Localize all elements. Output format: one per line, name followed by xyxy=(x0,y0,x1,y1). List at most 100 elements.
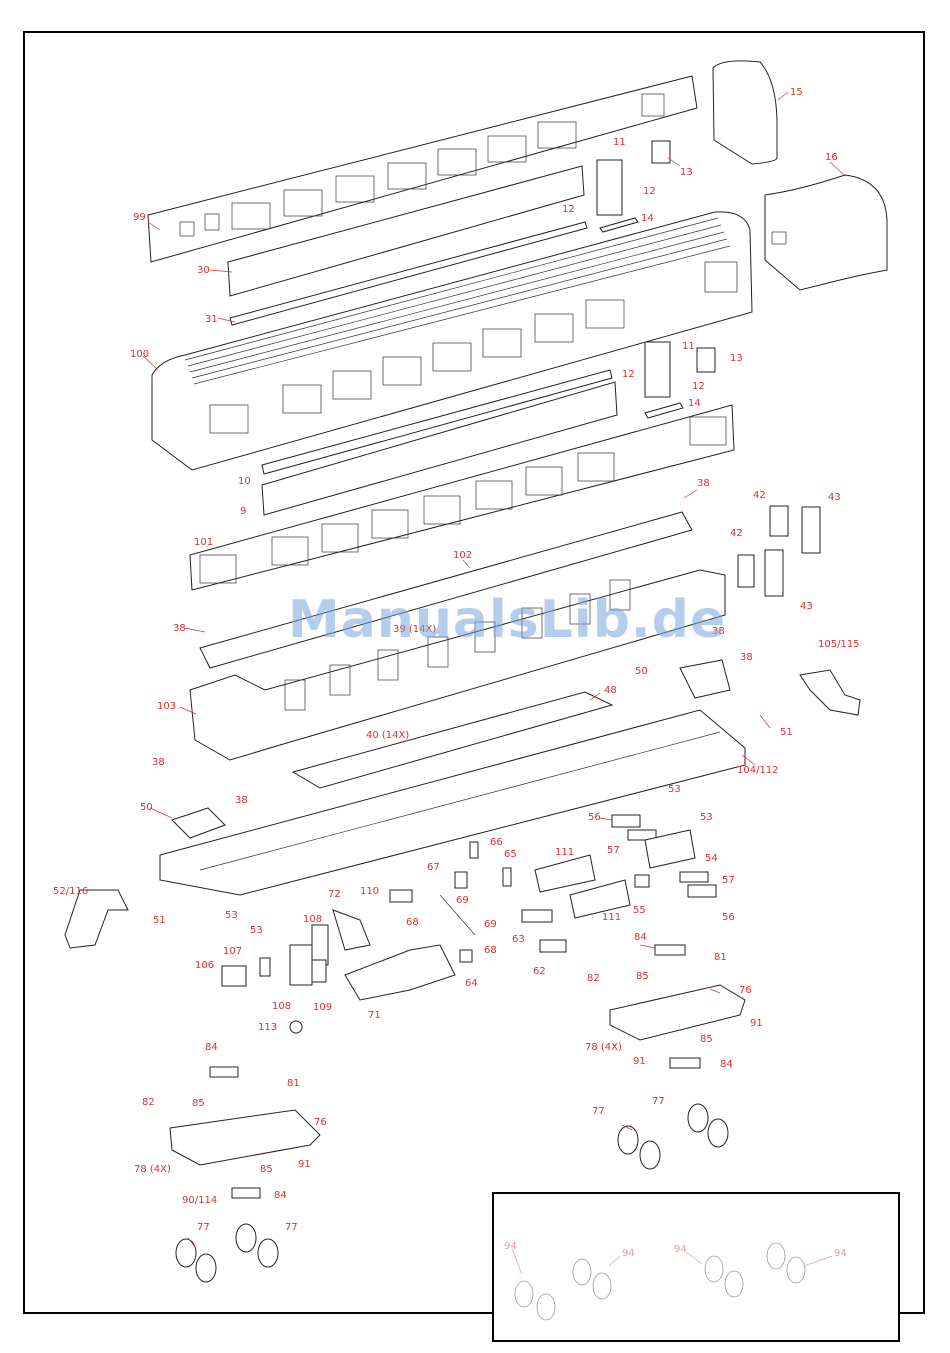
part-110-part xyxy=(389,889,413,903)
label-81: 81 xyxy=(714,952,727,963)
label-81-b: 81 xyxy=(287,1078,300,1089)
label-105-115: 105/115 xyxy=(818,639,860,650)
label-12-b: 12 xyxy=(562,204,575,215)
part-103-interior xyxy=(189,569,726,761)
label-84: 84 xyxy=(634,932,647,943)
label-53: 53 xyxy=(668,784,681,795)
label-51: 51 xyxy=(780,727,793,738)
part-31-strip xyxy=(229,221,588,326)
label-94-d: 94 xyxy=(834,1248,847,1259)
label-52-116: 52/116 xyxy=(53,886,88,897)
label-77-d: 77 xyxy=(285,1222,298,1233)
part-30-inner-panel xyxy=(227,165,585,297)
label-65: 65 xyxy=(504,849,517,860)
label-82-b: 82 xyxy=(142,1097,155,1108)
label-42-b: 42 xyxy=(730,528,743,539)
label-56-b: 56 xyxy=(722,912,735,923)
label-11: 11 xyxy=(613,137,626,148)
label-91-c: 91 xyxy=(298,1159,311,1170)
label-38-f: 38 xyxy=(235,795,248,806)
label-56: 56 xyxy=(588,812,601,823)
label-40: 40 (14X) xyxy=(366,730,409,741)
label-15: 15 xyxy=(790,87,803,98)
label-57: 57 xyxy=(607,845,620,856)
label-108: 108 xyxy=(303,914,322,925)
label-64: 64 xyxy=(465,978,478,989)
part-76-bogie-right xyxy=(609,944,746,1170)
wheelset-94-a: 94 xyxy=(504,1241,556,1321)
label-77: 77 xyxy=(592,1106,605,1117)
label-12-d: 12 xyxy=(692,381,705,392)
part-111-board xyxy=(534,854,596,893)
part-67-part xyxy=(454,871,468,889)
part-43-plate xyxy=(801,506,821,554)
label-43-b: 43 xyxy=(800,601,813,612)
label-50: 50 xyxy=(635,666,648,677)
label-39: 39 (14X) xyxy=(393,624,436,635)
label-99: 99 xyxy=(133,212,146,223)
label-31: 31 xyxy=(205,314,218,325)
label-67: 67 xyxy=(427,862,440,873)
label-54: 54 xyxy=(705,853,718,864)
part-64-part xyxy=(459,949,473,963)
part-50-bracket xyxy=(171,807,226,839)
label-69: 69 xyxy=(456,895,469,906)
label-38: 38 xyxy=(697,478,710,489)
label-91: 91 xyxy=(750,1018,763,1029)
label-53-d: 53 xyxy=(250,925,263,936)
part-54-housing xyxy=(644,829,696,869)
label-12-c: 12 xyxy=(622,369,635,380)
label-10: 10 xyxy=(238,476,251,487)
part-57-lens xyxy=(627,829,657,841)
label-66: 66 xyxy=(490,837,503,848)
part-66-pin xyxy=(469,841,479,859)
label-38-d: 38 xyxy=(740,652,753,663)
label-94-c: 94 xyxy=(674,1244,687,1255)
label-63: 63 xyxy=(512,934,525,945)
label-111-b: 111 xyxy=(602,912,621,923)
label-38-c: 38 xyxy=(712,626,725,637)
part-13-window xyxy=(651,140,671,164)
label-110: 110 xyxy=(360,886,379,897)
part-62-part xyxy=(539,939,567,953)
label-13: 13 xyxy=(680,167,693,178)
label-94-a: 94 xyxy=(504,1241,517,1252)
part-9-side-panel xyxy=(261,381,618,516)
part-101-lower-side-panel xyxy=(189,404,735,591)
part-65-pin xyxy=(502,867,512,887)
part-100-body-shell xyxy=(151,211,753,471)
part-111-board-b xyxy=(569,879,631,919)
label-53-b: 53 xyxy=(700,812,713,823)
label-104-112: 104/112 xyxy=(737,765,779,776)
label-85: 85 xyxy=(636,971,649,982)
label-77-b: 77 xyxy=(652,1096,665,1107)
part-48-floor xyxy=(291,691,614,789)
part-68-wire xyxy=(439,894,476,936)
part-99-outer-side-panel xyxy=(147,75,698,263)
label-84-d: 84 xyxy=(274,1190,287,1201)
part-13-window-b xyxy=(696,347,716,373)
label-30: 30 xyxy=(197,265,210,276)
label-50-b: 50 xyxy=(140,802,153,813)
label-48: 48 xyxy=(604,685,617,696)
label-16: 16 xyxy=(825,152,838,163)
label-103: 103 xyxy=(157,701,176,712)
label-78: 78 (4X) xyxy=(585,1042,622,1053)
label-101: 101 xyxy=(194,537,213,548)
part-55-clip xyxy=(634,874,650,888)
label-14-b: 14 xyxy=(688,398,701,409)
label-82: 82 xyxy=(587,973,600,984)
label-90-114: 90/114 xyxy=(182,1195,217,1206)
label-69-b: 69 xyxy=(484,919,497,930)
label-43: 43 xyxy=(828,492,841,503)
part-56-light xyxy=(611,814,641,828)
label-76: 76 xyxy=(739,985,752,996)
label-72: 72 xyxy=(328,889,341,900)
label-42: 42 xyxy=(753,490,766,501)
label-109: 109 xyxy=(313,1002,332,1013)
part-10-strip xyxy=(261,369,613,475)
part-labels: 99 30 31 15 16 13 11 12 12 14 100 11 13 … xyxy=(53,87,860,1233)
part-52-coupler xyxy=(64,889,129,949)
label-53-c: 53 xyxy=(225,910,238,921)
label-84-c: 84 xyxy=(205,1042,218,1053)
